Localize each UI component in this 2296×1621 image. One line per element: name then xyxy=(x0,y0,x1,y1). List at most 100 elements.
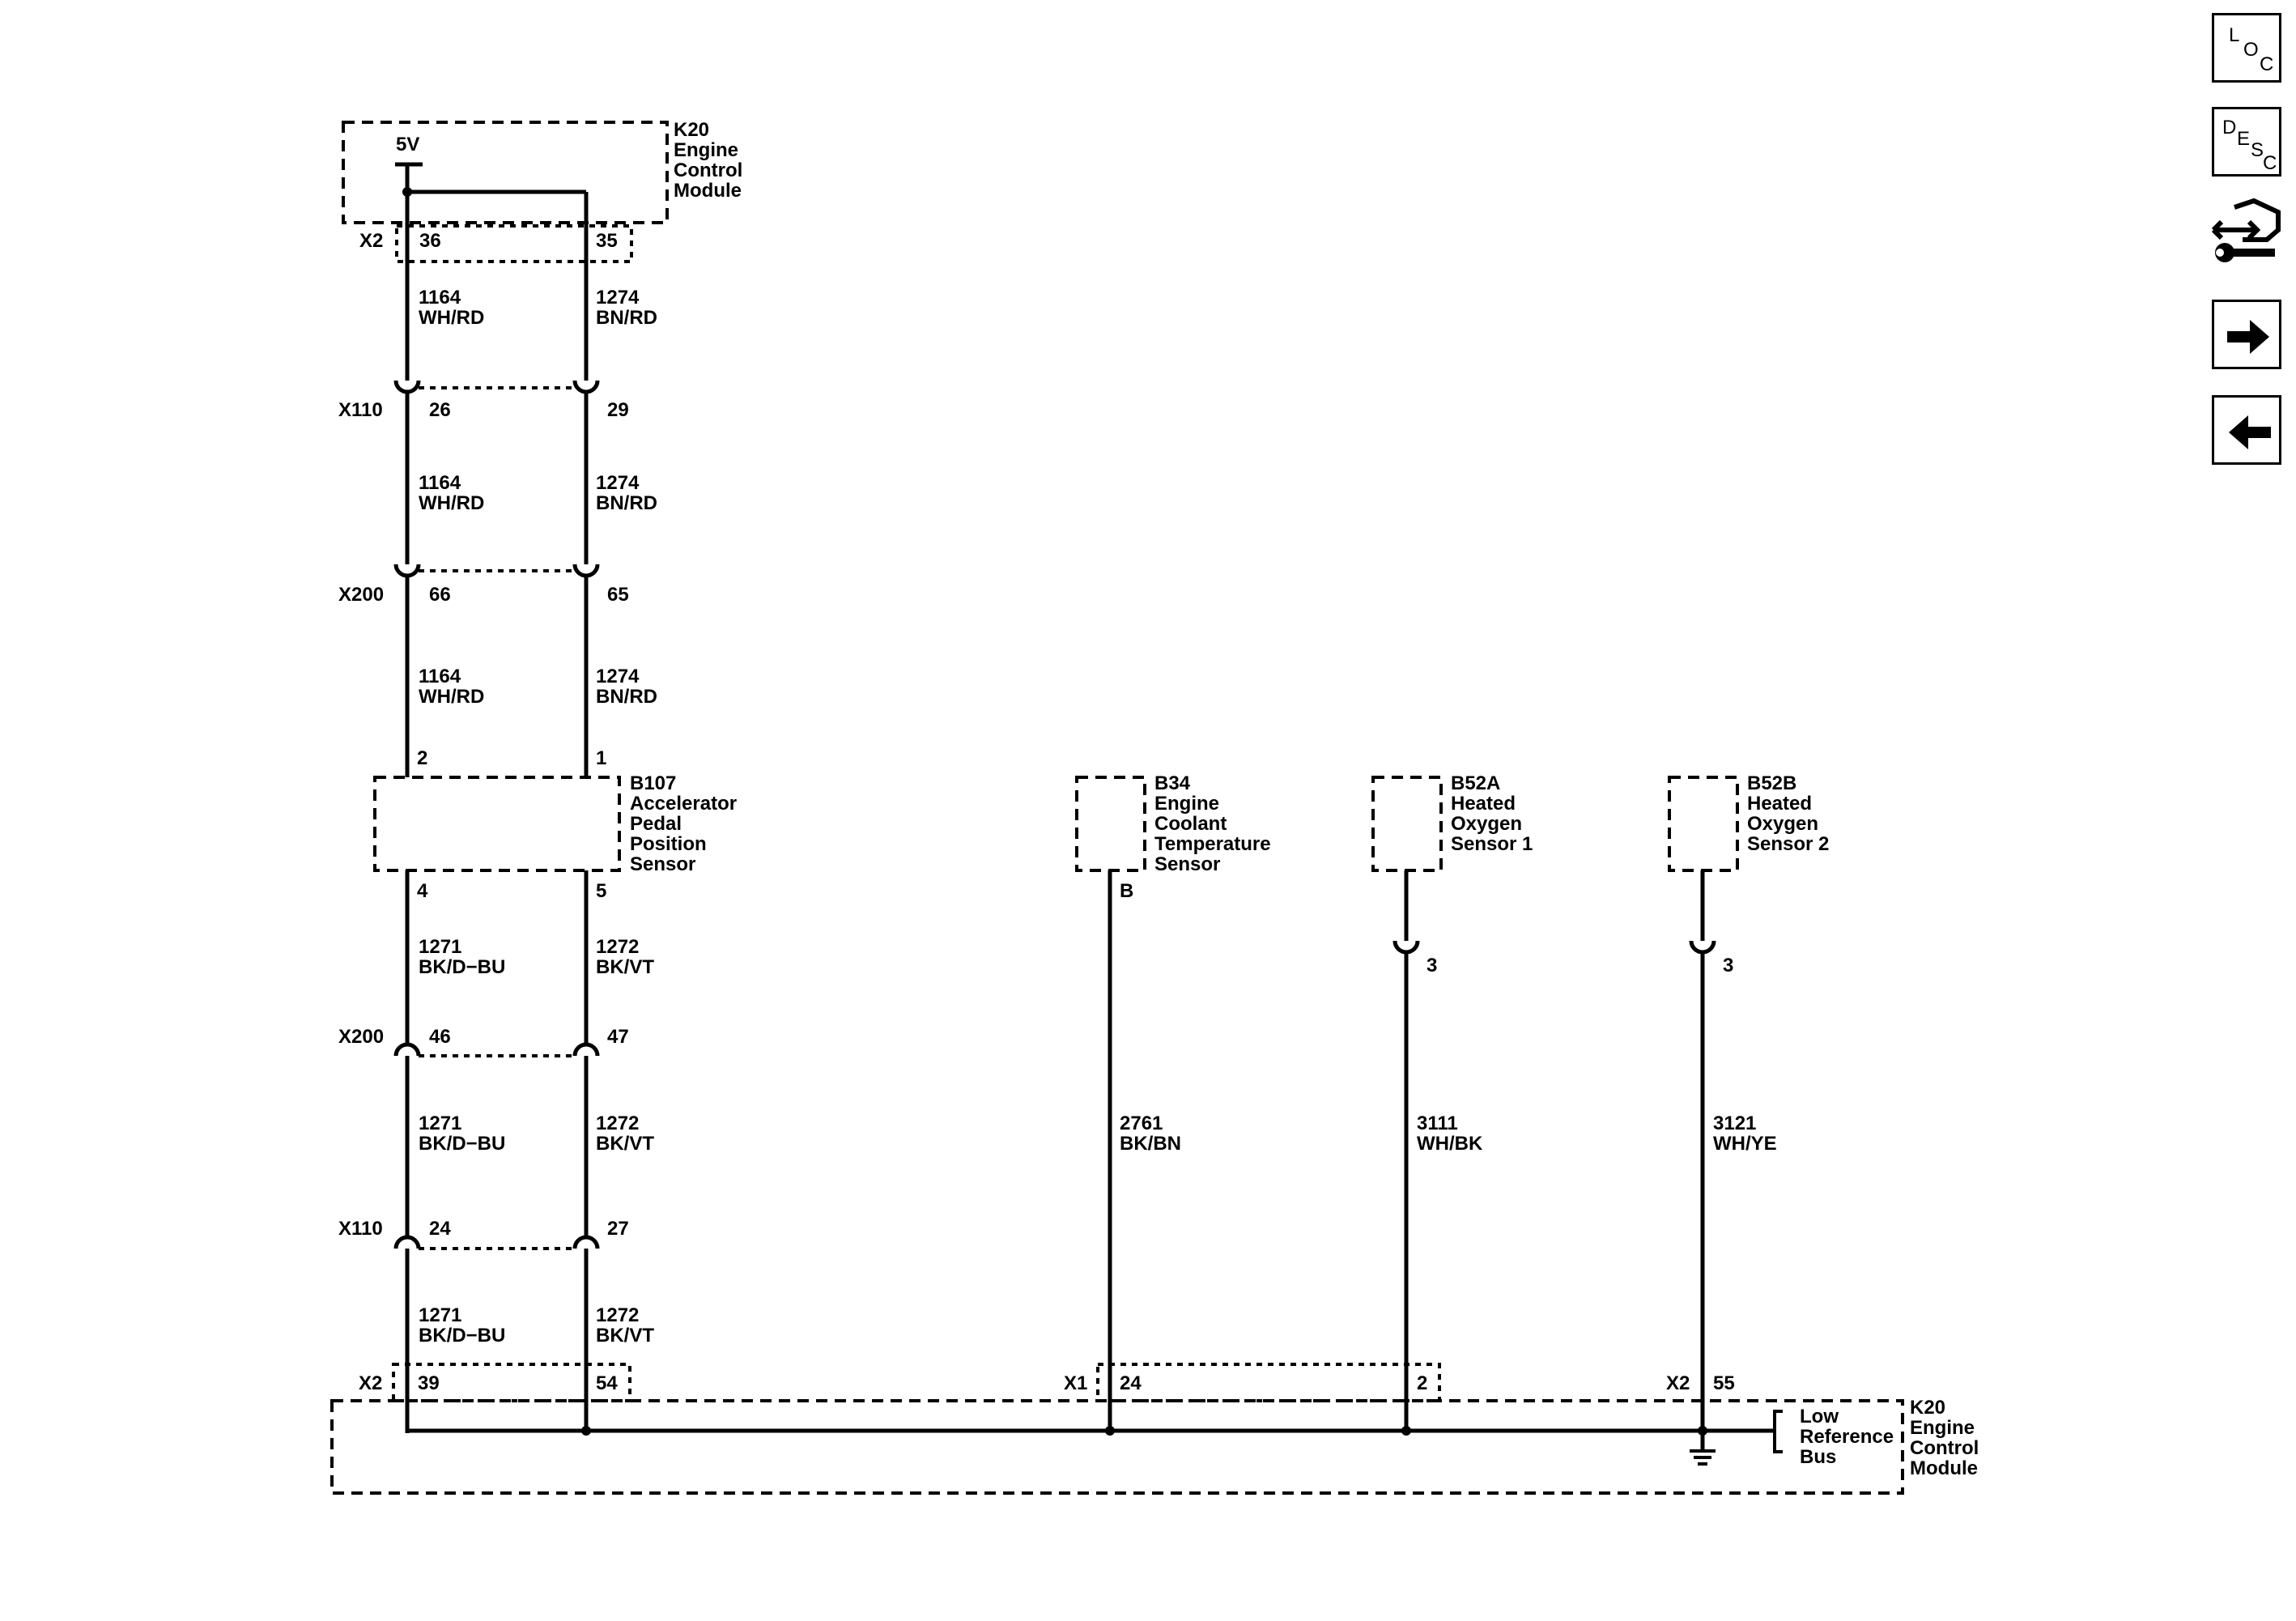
b107-name: B107 xyxy=(630,772,676,794)
b34-desc: Temperature xyxy=(1154,833,1271,855)
ecm-bottom-desc: Module xyxy=(1910,1457,1978,1479)
b34-desc: Sensor xyxy=(1154,853,1220,875)
b52b-name: B52B xyxy=(1747,772,1796,794)
wire-color: BN/RD xyxy=(596,686,657,708)
ecm-bottom-conn-a: X2 xyxy=(359,1372,382,1394)
desc-letter: E xyxy=(2237,128,2250,150)
ecm-bottom-pin-2: 2 xyxy=(1417,1372,1427,1394)
wire-circuit: 1272 xyxy=(596,1113,639,1134)
loc-button[interactable]: L O C xyxy=(2212,13,2281,83)
b52a-desc: Oxygen xyxy=(1451,813,1522,835)
b52a-desc: Sensor 1 xyxy=(1451,833,1533,855)
splice-dot xyxy=(1105,1426,1115,1436)
ecm-top-name: K20 xyxy=(674,119,709,141)
x200-top-name: X200 xyxy=(338,584,384,606)
wire-runs xyxy=(405,164,1775,1433)
wire-color: BK/BN xyxy=(1120,1133,1181,1155)
wire-circuit: 1164 xyxy=(419,287,461,308)
b34-pin: B xyxy=(1120,880,1133,902)
x200-bottom-pin-right: 47 xyxy=(607,1026,629,1048)
x200-bottom-name: X200 xyxy=(338,1026,384,1048)
x110-bottom-name: X110 xyxy=(338,1218,383,1240)
x110-bottom-pin-left: 24 xyxy=(429,1218,451,1240)
wire-color: BK/D−BU xyxy=(419,1325,505,1347)
wire-circuit: 1274 xyxy=(596,666,640,687)
wire-color: WH/RD xyxy=(419,307,484,329)
b107-desc: Position xyxy=(630,833,707,855)
splice-dot xyxy=(581,1426,591,1436)
b52a-pin: 3 xyxy=(1426,955,1437,976)
ecm-top-pin-35: 35 xyxy=(596,230,618,252)
arrow-left-icon[interactable] xyxy=(2212,395,2281,465)
b107-pin-1: 1 xyxy=(596,747,606,769)
wire-circuit: 1271 xyxy=(419,936,461,958)
wire-circuit: 1274 xyxy=(596,287,640,308)
ecm-bottom-pin-24: 24 xyxy=(1120,1372,1142,1394)
ecm-top-pin-36: 36 xyxy=(419,230,441,252)
wire-circuit: 2761 xyxy=(1120,1113,1163,1134)
wire-circuit: 3121 xyxy=(1713,1113,1756,1134)
wire-circuit: 1272 xyxy=(596,936,639,958)
inline-connector-symbols xyxy=(393,380,1716,1266)
ecm-top-voltage: 5V xyxy=(396,134,419,155)
wire-color: WH/RD xyxy=(419,492,484,514)
b107-pin-5: 5 xyxy=(596,880,606,902)
connector-tools-icon[interactable] xyxy=(2210,194,2285,275)
ecm-bottom-conn-c: X2 xyxy=(1666,1372,1690,1394)
wire-circuit: 1272 xyxy=(596,1304,639,1326)
b52a-desc: Heated xyxy=(1451,793,1516,815)
arrow-right-icon[interactable] xyxy=(2212,300,2281,369)
ecm-top-desc3: Module xyxy=(674,180,742,202)
b52b-desc: Oxygen xyxy=(1747,813,1818,835)
loc-letter: O xyxy=(2243,39,2259,61)
b52b-oxygen-sensor-2: 3 B52B Heated Oxygen Sensor 2 xyxy=(1668,772,1829,976)
x110-top-name: X110 xyxy=(338,399,383,421)
ecm-bottom-conn-b: X1 xyxy=(1064,1372,1087,1394)
splice-dot xyxy=(1401,1426,1411,1436)
wire-color: BN/RD xyxy=(596,492,657,514)
wire-color: WH/YE xyxy=(1713,1133,1777,1155)
low-ref-label: Reference xyxy=(1800,1426,1894,1448)
wire-labels: 1164 WH/RD 1274 BN/RD 1164 WH/RD 1274 BN… xyxy=(419,287,1777,1347)
x200-top-pin-right: 65 xyxy=(607,584,629,606)
b107-accelerator-pedal-sensor: 2 1 4 5 B107 Accelerator Pedal Position … xyxy=(373,747,737,902)
b52b-pin: 3 xyxy=(1723,955,1733,976)
desc-letter: D xyxy=(2222,117,2236,138)
wire-circuit: 1164 xyxy=(419,666,461,687)
ecm-bottom-pin-54: 54 xyxy=(596,1372,618,1394)
wire-circuit: 1274 xyxy=(596,472,640,494)
b52b-desc: Heated xyxy=(1747,793,1812,815)
x110-top-pin-right: 29 xyxy=(607,399,629,421)
x110-top-pin-left: 26 xyxy=(429,399,451,421)
ecm-bottom-module: X2 39 54 X1 24 2 X2 55 Low Reference Bus… xyxy=(330,1363,1979,1495)
wire-circuit: 1271 xyxy=(419,1304,461,1326)
b52a-oxygen-sensor-1: 3 B52A Heated Oxygen Sensor 1 xyxy=(1371,772,1533,976)
desc-letter: S xyxy=(2251,139,2264,161)
low-ref-label: Low xyxy=(1800,1406,1839,1427)
b107-pin-4: 4 xyxy=(417,880,428,902)
ecm-top-desc2: Control xyxy=(674,160,742,181)
ecm-top-connector: X2 xyxy=(359,230,383,252)
b34-desc: Coolant xyxy=(1154,813,1227,835)
x200-top-pin-left: 66 xyxy=(429,584,451,606)
wire-color: BN/RD xyxy=(596,307,657,329)
desc-button[interactable]: D E S C xyxy=(2212,107,2281,177)
b34-coolant-temp-sensor: B B34 Engine Coolant Temperature Sensor xyxy=(1075,772,1271,902)
loc-letter: L xyxy=(2229,24,2239,46)
ecm-bottom-desc: Control xyxy=(1910,1437,1979,1459)
b107-pin-2: 2 xyxy=(417,747,427,769)
wire-circuit: 1164 xyxy=(419,472,461,494)
ecm-bottom-desc: Engine xyxy=(1910,1417,1975,1439)
b52b-desc: Sensor 2 xyxy=(1747,833,1829,855)
ecm-bottom-pin-55: 55 xyxy=(1713,1372,1735,1394)
wire-color: BK/VT xyxy=(596,956,654,978)
wire-circuit: 1271 xyxy=(419,1113,461,1134)
ecm-top-module: K20 Engine Control Module 5V X2 36 35 xyxy=(342,119,742,263)
b34-name: B34 xyxy=(1154,772,1191,794)
wire-color: WH/BK xyxy=(1417,1133,1483,1155)
low-ref-bracket xyxy=(1773,1410,1783,1453)
wire-circuit: 3111 xyxy=(1417,1113,1458,1134)
wire-color: BK/VT xyxy=(596,1325,654,1347)
